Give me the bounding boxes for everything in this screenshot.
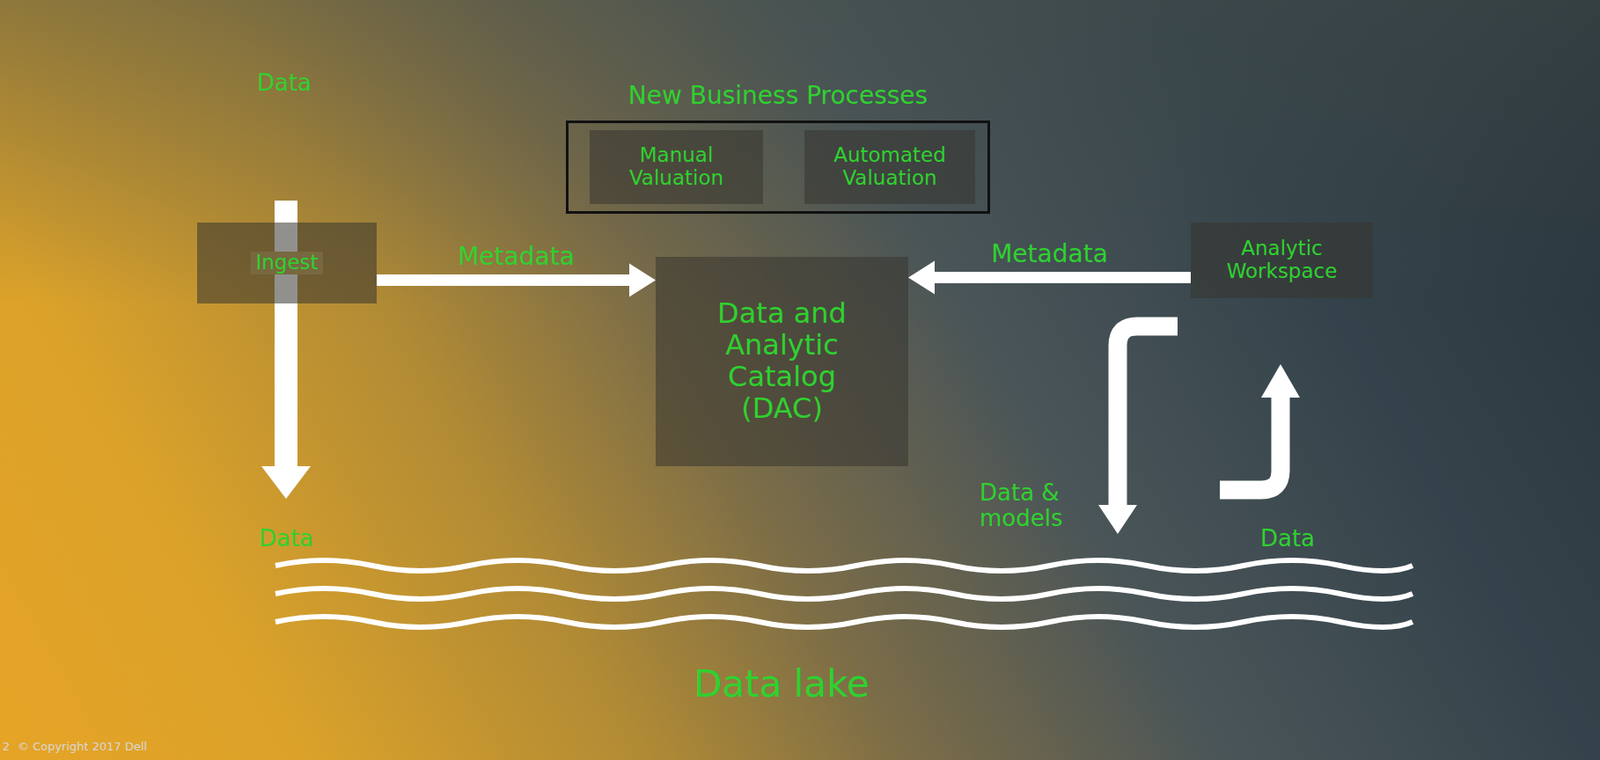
node-label: Analytic Workspace xyxy=(1199,237,1365,284)
arrow-shaft xyxy=(1117,326,1178,507)
flow-label: Data xyxy=(1260,526,1315,552)
edge-label: Metadata xyxy=(990,239,1109,270)
data-lake-waves xyxy=(275,560,1413,628)
flow-label: Data xyxy=(256,70,312,96)
flow-label: Data xyxy=(258,526,314,552)
arrow-shaft xyxy=(1219,396,1281,491)
node-label: Data and Analytic Catalog (DAC) xyxy=(689,298,875,425)
node-label: Manual Valuation xyxy=(598,144,755,191)
process-box: Analytic Workspace xyxy=(1190,222,1373,299)
catalog-box: Data and Analytic Catalog (DAC) xyxy=(655,256,909,467)
arrow-head xyxy=(629,264,656,298)
arrow-head xyxy=(261,466,311,500)
arrow-shaft xyxy=(376,274,632,287)
node-label: Ingest xyxy=(250,251,323,275)
process-group-box: New Business ProcessesManual ValuationAu… xyxy=(565,120,991,214)
arrow-head xyxy=(908,261,935,295)
arrow-head xyxy=(1261,364,1300,398)
wave-line xyxy=(275,560,1413,572)
lake-to-workspace-arrow xyxy=(1219,364,1300,491)
wave-line xyxy=(275,588,1413,600)
process-box: Ingest xyxy=(197,222,377,304)
workspace-to-lake-arrow xyxy=(1098,326,1178,535)
copyright-note: © Copyright 2017 Dell xyxy=(17,741,147,755)
flow-label: Data & models xyxy=(979,480,1084,532)
arrow-head xyxy=(1098,505,1138,535)
group-heading: New Business Processes xyxy=(628,80,928,111)
edge-label: Metadata xyxy=(457,242,575,272)
node-label: Automated Valuation xyxy=(813,144,967,191)
wave-line xyxy=(275,616,1413,628)
process-box: Manual Valuation xyxy=(589,130,764,205)
slide-number: 2 xyxy=(2,741,10,755)
arrow-shaft xyxy=(932,271,1191,284)
lake-label: Data lake xyxy=(693,663,870,705)
process-box: Automated Valuation xyxy=(804,130,976,205)
